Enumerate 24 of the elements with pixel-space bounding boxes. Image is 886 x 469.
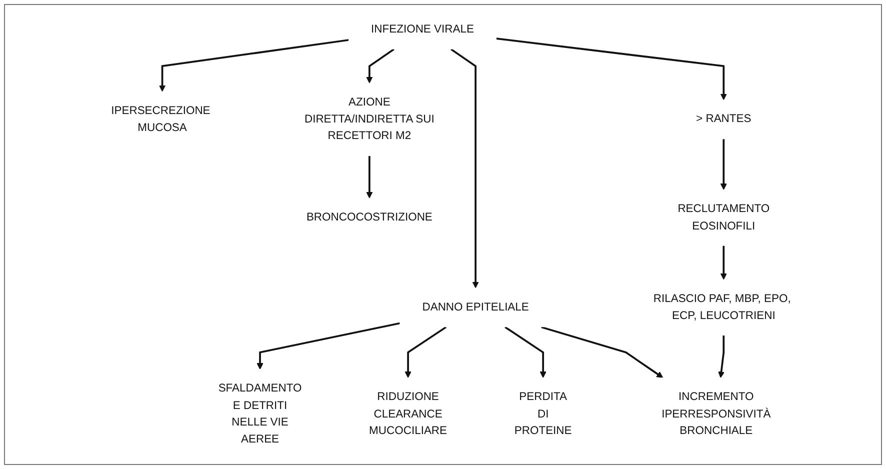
arrow: [256, 322, 400, 370]
node-text: BRONCOCOSTRIZIONE: [306, 210, 432, 224]
node-text: INFEZIONE VIRALE: [371, 22, 474, 36]
node-text: AZIONE DIRETTA/INDIRETTA SUI RECETTORI M2: [304, 96, 434, 142]
arrow: [720, 139, 727, 190]
node-text: IPERSECREZIONE MUCOSA: [111, 104, 210, 134]
arrow: [366, 156, 373, 198]
node-text: SFALDAMENTO E DETRITI NELLE VIE AEREE: [218, 382, 302, 446]
arrow: [720, 246, 727, 280]
arrow: [718, 336, 725, 378]
node-text: INCREMENTO IPERRESPONSIVITÀ BRONCHIALE: [662, 390, 771, 437]
node-text: RECLUTAMENTO EOSINOFILI: [678, 202, 770, 232]
arrow: [404, 326, 447, 378]
node-text: DANNO EPITELIALE: [422, 300, 529, 314]
arrow: [159, 39, 349, 92]
node-text: > RANTES: [696, 112, 752, 126]
node-text: RIDUZIONE CLEARANCE MUCOCILIARE: [369, 390, 448, 437]
arrow: [450, 48, 479, 288]
arrow: [504, 326, 546, 378]
arrow: [366, 48, 394, 84]
node-text: PERDITA DI PROTEINE: [514, 390, 572, 437]
node-text: RILASCIO PAF, MBP, EPO, ECP, LEUCOTRIENI: [653, 292, 791, 322]
arrow: [541, 326, 664, 378]
arrow: [496, 38, 727, 100]
